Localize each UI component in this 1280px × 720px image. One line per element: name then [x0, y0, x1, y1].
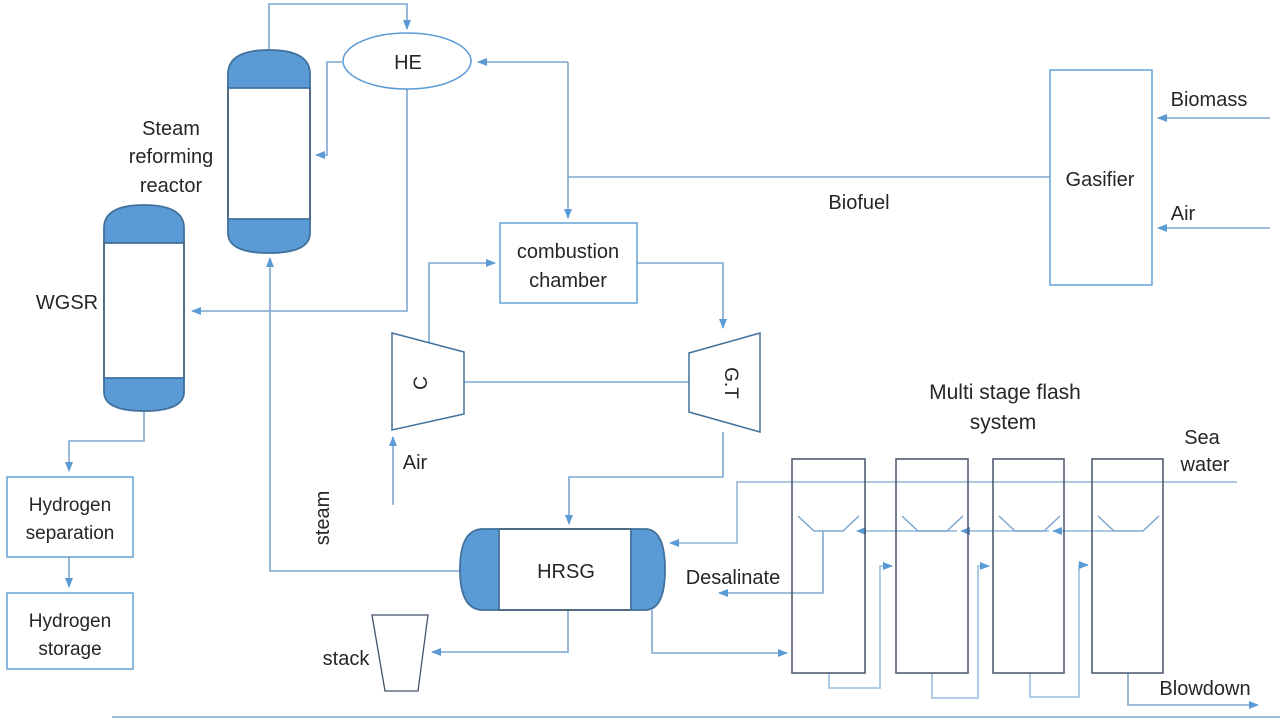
hrsg-body	[497, 528, 633, 611]
gt-to-hrsg-line	[565, 432, 724, 525]
desalinate-label: Desalinate	[686, 567, 781, 589]
gasifier-air-label: Air	[1171, 203, 1196, 225]
he-to-reactor-line	[315, 61, 342, 159]
brine-stage1-2-line	[828, 562, 893, 689]
sea-water-label-line2: water	[1180, 454, 1230, 476]
steam-line	[266, 257, 460, 572]
msf-stage-2-tray	[901, 515, 964, 532]
reactor-label-line2: reforming	[129, 146, 213, 168]
stack-label: stack	[323, 648, 371, 670]
brine-stage2-3-line	[931, 562, 990, 699]
hrsg-right-cap	[630, 528, 666, 611]
hrsg-vessel	[459, 528, 666, 611]
gas-turbine-shape	[688, 332, 761, 433]
msf-title-line1: Multi stage flash	[929, 381, 1081, 404]
heat-exchanger-label: HE	[394, 52, 422, 74]
he-to-wgsr-line	[191, 89, 408, 315]
msf-stage-2	[895, 458, 969, 674]
hrsg-label: HRSG	[537, 561, 595, 583]
gas-turbine-label: G.T	[720, 367, 741, 399]
hydrogen-storage-label-line2: storage	[38, 639, 101, 660]
biofuel-label: Biofuel	[828, 192, 889, 214]
stack-shape	[371, 614, 429, 692]
msf-stage-3-tray	[998, 515, 1061, 532]
steam-label: steam	[312, 491, 334, 545]
compressor-label: C	[411, 376, 432, 390]
msf-stage-4	[1091, 458, 1164, 674]
blowdown-line	[1127, 673, 1259, 709]
blowdown-label: Blowdown	[1159, 678, 1250, 700]
compressor-air-label: Air	[403, 452, 428, 474]
gasifier-label: Gasifier	[1066, 169, 1135, 191]
reactor-to-he-line	[268, 3, 411, 50]
msf-stage-1-tray	[797, 515, 860, 532]
wgsr-bottom-cap	[103, 377, 185, 412]
steam-reforming-reactor-vessel	[227, 49, 311, 254]
hydrogen-storage-label-line1: Hydrogen	[29, 611, 111, 632]
wgsr-vessel	[103, 204, 185, 412]
hydrogen-separation-box	[6, 476, 134, 558]
gasifier-box	[1049, 69, 1153, 286]
biomass-label: Biomass	[1171, 89, 1248, 111]
combustion-chamber-box	[499, 222, 638, 304]
combustion-chamber-label-line1: combustion	[517, 241, 619, 263]
msf-stage-4-tray	[1097, 515, 1160, 532]
compressor-shape	[391, 332, 465, 431]
reactor-body	[227, 86, 311, 221]
hydrogen-storage-box	[6, 592, 134, 670]
wgsr-top-cap	[103, 204, 185, 244]
reactor-top-cap	[227, 49, 311, 89]
reactor-bottom-cap	[227, 218, 311, 254]
heat-exchanger	[342, 32, 472, 90]
compressor-to-combustion-line	[428, 259, 496, 343]
hrsg-to-stack-line	[431, 610, 569, 656]
hydrogen-separation-label-line1: Hydrogen	[29, 495, 111, 516]
wgsr-to-separation-line	[65, 410, 145, 472]
msf-title-line2: system	[970, 411, 1037, 434]
desalinate-line	[718, 531, 824, 597]
combustion-chamber-label-line2: chamber	[529, 270, 607, 292]
msf-stage-1	[791, 458, 866, 674]
sea-water-line	[669, 481, 1237, 547]
sea-water-label-line1: Sea	[1184, 427, 1220, 449]
reactor-label-line1: Steam	[142, 118, 200, 140]
brine-stage3-4-line	[1029, 561, 1089, 698]
hydrogen-separation-label-line2: separation	[26, 523, 115, 544]
hrsg-left-cap	[459, 528, 500, 611]
wgsr-body	[103, 241, 185, 380]
hrsg-to-msf-feed-line	[651, 610, 788, 657]
wgsr-label: WGSR	[36, 292, 98, 314]
reactor-label-line3: reactor	[140, 175, 203, 197]
combustion-to-gt-line	[637, 262, 727, 329]
msf-stage-3	[992, 458, 1065, 674]
